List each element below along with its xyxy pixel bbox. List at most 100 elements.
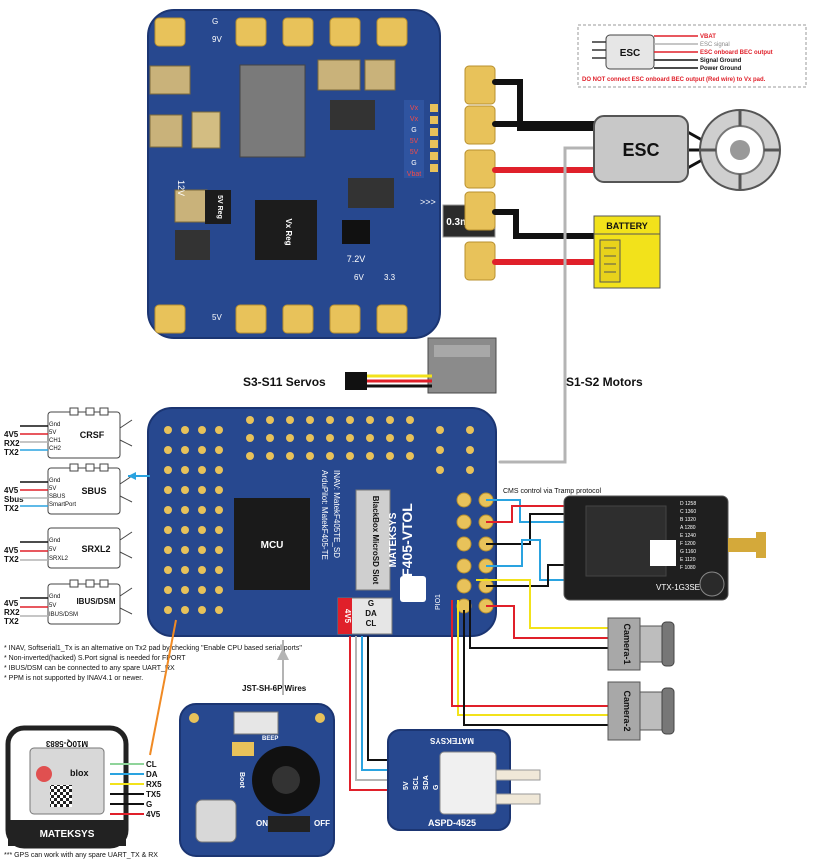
fc-model: F405-VTOL: [399, 503, 415, 577]
svg-text:TX2: TX2: [4, 448, 19, 457]
svg-text:Gnd: Gnd: [49, 594, 60, 600]
svg-text:CH1: CH1: [49, 438, 62, 444]
bat-top-label: BAT: [440, 62, 451, 82]
svg-text:SRXL2: SRXL2: [49, 556, 69, 562]
legend-signal-ground: Signal Ground: [700, 58, 742, 64]
svg-text:G: G: [433, 784, 440, 790]
inductor: [239, 64, 306, 158]
pdb-rail-labels: Vx Vx G 5V 5V G Vbat: [404, 100, 438, 178]
jst-wires-label: JST-SH-6P Wires: [242, 684, 307, 693]
pdb-top-g: G: [212, 17, 218, 26]
vtx-cms-label: CMS control via Tramp protocol: [503, 488, 601, 495]
flight-controller: MCU BlackBox MicroSD Slot ArduPilot: Mat…: [147, 407, 497, 637]
rx-sbus-name: SBUS: [81, 486, 106, 496]
svg-text:CL: CL: [146, 760, 157, 769]
svg-text:4V5: 4V5: [146, 810, 161, 819]
svg-text:SCL: SCL: [413, 775, 420, 790]
mcu-label: MCU: [261, 540, 284, 551]
camera-wires: [451, 579, 608, 726]
airspeed-brand: MATEKSYS: [429, 736, 474, 745]
sd-slot: [355, 489, 391, 591]
svg-text:5V: 5V: [49, 430, 56, 436]
vx-reg: [255, 200, 317, 260]
svg-text:5V: 5V: [410, 149, 419, 156]
svg-text:5V: 5V: [403, 781, 410, 790]
svg-text:5V: 5V: [49, 486, 56, 492]
svg-text:Vbat: Vbat: [407, 171, 421, 178]
battery: BATTERY: [593, 215, 661, 289]
svg-text:TX5: TX5: [146, 790, 161, 799]
svg-text:Gnd: Gnd: [49, 538, 60, 544]
vx-reg-label: Vx Reg: [284, 218, 293, 245]
gps-chip-label: blox: [70, 768, 89, 778]
note-3: * IBUS/DSM can be connected to any spare…: [4, 665, 175, 672]
battery-label: BATTERY: [606, 221, 648, 231]
legend-power-ground: Power Ground: [700, 66, 742, 72]
pio-label: PIO1: [435, 594, 442, 610]
pdb-board: Vx Reg 5V Reg 12V G 9V 5V Vx Vx G 5V 5V …: [147, 9, 496, 339]
svg-text:G 1160: G 1160: [680, 549, 696, 555]
note-1: * INAV, Softserial1_Tx is an alternative…: [4, 645, 302, 652]
off-label: OFF: [314, 819, 330, 828]
svg-text:DA: DA: [146, 770, 158, 779]
v12-label: 12V: [176, 180, 186, 196]
svg-text:B 1320: B 1320: [680, 517, 696, 523]
pdb-bottom-5v: 5V: [212, 313, 222, 322]
rx-sbus: Gnd 5V SBUS SmartPort SBUS 4V5 Sbus TX2: [4, 463, 133, 515]
camera-2: Camera-2: [607, 681, 675, 741]
rail-6v-label: 6V: [354, 273, 364, 282]
boot-label: Boot: [238, 772, 245, 789]
svg-text:TX2: TX2: [4, 555, 19, 564]
svg-text:E 1120: E 1120: [680, 557, 696, 563]
gps-wires: [110, 763, 144, 815]
i2c-g: G: [368, 599, 374, 608]
svg-text:4V5: 4V5: [4, 599, 19, 608]
legend-bec: ESC onboard BEC output: [700, 50, 773, 56]
gps-orange-wire: [149, 619, 177, 756]
camera-1: Camera-1: [607, 617, 675, 671]
svg-text:SBUS: SBUS: [49, 494, 65, 500]
gps-pin-labels: CL DA RX5 TX5 G 4V5: [146, 760, 162, 819]
mcu-chip: [234, 498, 310, 590]
svg-text:SmartPort: SmartPort: [49, 502, 76, 508]
vtx-model: VTX-1G3SE: [656, 583, 700, 592]
rx-crsf: Gnd 5V CH1 CH2 CRSF 4V5 RX2 TX2: [4, 407, 133, 459]
cells-label: -6S: [472, 291, 482, 305]
svg-text:Vx: Vx: [410, 105, 419, 112]
fc-brand: MATEKSYS: [388, 512, 399, 567]
svg-text:D 1258: D 1258: [680, 501, 696, 507]
servo-connector: [345, 337, 497, 394]
camera-2-label: Camera-2: [622, 690, 632, 731]
svg-text:Gnd: Gnd: [49, 422, 60, 428]
svg-text:TX2: TX2: [4, 617, 19, 626]
fc-note-ardupilot: ArduPilot: MatekF405-TE: [320, 470, 329, 560]
svg-text:4V5: 4V5: [4, 430, 19, 439]
pdb-top-9v: 9V: [212, 35, 222, 44]
rail-3v3-label: 3.3: [384, 273, 396, 282]
servos-label: S3-S11 Servos: [243, 375, 326, 389]
svg-text:Vx: Vx: [410, 116, 419, 123]
i2c-da: DA: [365, 609, 377, 618]
rx-srxl2: Gnd 5V SRXL2 SRXL2 4V5 TX2: [4, 527, 133, 569]
power-wires: [492, 79, 704, 464]
svg-text:RX2: RX2: [4, 608, 20, 617]
svg-text:IBUS/DSM: IBUS/DSM: [49, 612, 78, 618]
svg-text:E 1240: E 1240: [680, 533, 696, 539]
motors-label: S1-S2 Motors: [566, 375, 643, 389]
svg-text:G: G: [411, 127, 416, 134]
airspeed-label: ASPD-4525: [428, 818, 476, 828]
legend-warning: DO NOT connect ESC onboard BEC output (R…: [582, 77, 766, 83]
gps-note: *** GPS can work with any spare UART_TX …: [4, 852, 158, 859]
svg-text:RX2: RX2: [4, 439, 20, 448]
usb-board: Boot BEEP ON OFF: [179, 703, 335, 857]
v5-reg-label: 5V Reg: [216, 195, 223, 219]
pdb-bat-pads: [464, 65, 496, 281]
note-4: * PPM is not supported by INAV4.1 or new…: [4, 675, 143, 682]
beep-label: BEEP: [262, 736, 278, 742]
svg-text:Gnd: Gnd: [49, 478, 60, 484]
rx-ibus-dsm: Gnd 5V IBUS/DSM IBUS/DSM 4V5 RX2 TX2: [4, 579, 133, 626]
gps-brand: MATEKSYS: [40, 829, 95, 840]
rx-srxl2-name: SRXL2: [81, 544, 110, 554]
svg-text:Sbus: Sbus: [4, 495, 24, 504]
